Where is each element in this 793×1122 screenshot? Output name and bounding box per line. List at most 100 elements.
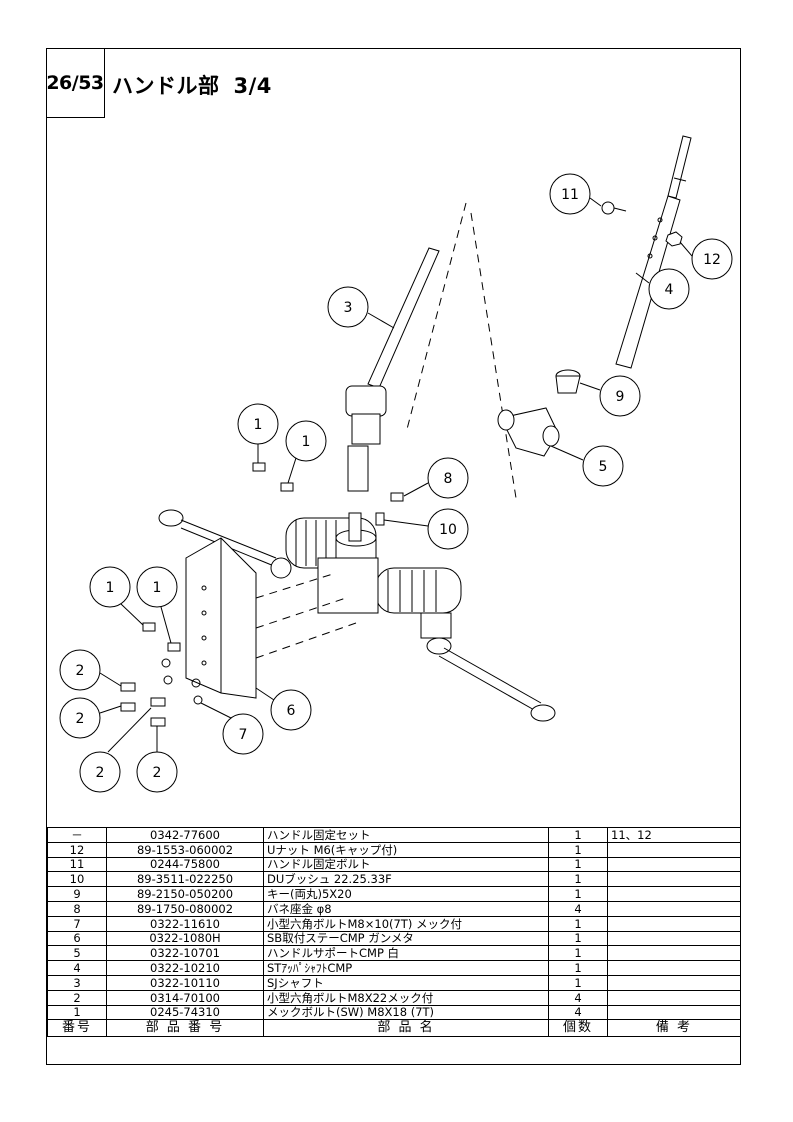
cell-name: 小型六角ボルトM8×10(7T) メック付: [263, 915, 549, 932]
cell-qty: 1: [548, 856, 608, 873]
cell-remarks: [607, 871, 741, 888]
cell-no: 12: [47, 841, 107, 858]
svg-text:1: 1: [153, 580, 162, 596]
title-subpage: 3/4: [233, 74, 272, 98]
callout-2a: 2: [59, 649, 122, 691]
callout-1b: 1: [285, 420, 327, 484]
cell-part-no: 89-2150-050200: [106, 886, 264, 902]
callout-1a: 1: [237, 403, 279, 463]
cell-remarks: [607, 930, 741, 947]
mounting-stay: [185, 537, 257, 699]
cell-no: －: [47, 827, 107, 843]
cell-qty: 1: [548, 886, 608, 902]
cell-qty: 1: [548, 827, 608, 843]
cell-remarks: [607, 900, 741, 917]
cell-part-no: 0322-1080H: [106, 930, 264, 947]
title-text: ハンドル部: [112, 74, 220, 98]
column-header: 個数: [548, 1019, 608, 1038]
cell-remarks: [607, 1004, 741, 1021]
cell-qty: 4: [548, 989, 608, 1006]
cell-qty: 1: [548, 841, 608, 858]
svg-text:1: 1: [106, 580, 115, 596]
callout-2d: 2: [136, 726, 178, 793]
callout-11: 11: [549, 173, 602, 215]
assembly-line: [255, 572, 357, 659]
cell-no: 6: [47, 930, 107, 947]
svg-text:3: 3: [344, 300, 353, 316]
svg-text:2: 2: [76, 663, 85, 679]
svg-text:1: 1: [254, 417, 263, 433]
page-frame: [46, 48, 741, 1065]
cell-part-no: 0244-75800: [106, 856, 264, 873]
callout-8: 7: [200, 702, 264, 755]
svg-text:7: 7: [239, 727, 248, 743]
callout-2c: 2: [79, 707, 152, 793]
tie-rod-right: [420, 612, 556, 722]
callout-1c: 1: [89, 566, 144, 626]
cell-name: バネ座金 φ8: [263, 900, 549, 917]
svg-text:12: 12: [703, 252, 721, 268]
svg-text:5: 5: [599, 459, 608, 475]
callout-7: 8: [403, 457, 469, 499]
column-header: 部 品 名: [263, 1019, 549, 1038]
cell-part-no: 0322-10110: [106, 974, 264, 991]
cell-no: 4: [47, 960, 107, 976]
cell-part-no: 0322-11610: [106, 915, 264, 932]
cell-part-no: 89-3511-022250: [106, 871, 264, 888]
callout-4: 4: [635, 268, 690, 310]
callouts: 11 12 4 3 9 5 1 1 8 10 1 1 2 2 2 2 7 6: [59, 173, 733, 793]
cell-qty: 4: [548, 900, 608, 917]
cell-part-no: 89-1553-060002: [106, 841, 264, 858]
column-header: 備 考: [607, 1019, 741, 1038]
column-header: 部 品 番 号: [106, 1019, 264, 1038]
table-header-row: 番号部 品 番 号部 品 名個数備 考: [47, 1019, 741, 1038]
cell-name: Uナット M6(キャップ付): [263, 841, 549, 858]
svg-text:6: 6: [287, 703, 296, 719]
cell-name: キー(両丸)5X20: [263, 886, 549, 902]
cell-qty: 1: [548, 915, 608, 932]
bolts-and-washers: [120, 462, 404, 727]
svg-text:9: 9: [616, 389, 625, 405]
callout-2b: 2: [59, 697, 122, 739]
cell-remarks: [607, 886, 741, 902]
cell-part-no: 0245-74310: [106, 1004, 264, 1021]
cell-remarks: 11、12: [607, 827, 741, 843]
cell-part-no: 0314-70100: [106, 989, 264, 1006]
cell-part-no: 89-1750-080002: [106, 900, 264, 917]
cell-no: 1: [47, 1004, 107, 1021]
handle-support: [497, 407, 560, 457]
page-number: 26/53: [46, 48, 105, 118]
callout-5: 5: [550, 445, 624, 487]
cell-no: 9: [47, 886, 107, 902]
cell-name: DUブッシュ 22.25.33F: [263, 871, 549, 888]
cell-no: 10: [47, 871, 107, 888]
cell-part-no: 0342-77600: [106, 827, 264, 843]
cell-name: SB取付ステーCMP ガンメタ: [263, 930, 549, 947]
callout-6: 6: [255, 687, 312, 731]
cell-qty: 1: [548, 871, 608, 888]
cell-name: 小型六角ボルトM8X22メック付: [263, 989, 549, 1006]
cell-remarks: [607, 841, 741, 858]
page-title: ハンドル部 3/4: [112, 70, 272, 100]
cell-no: 5: [47, 945, 107, 962]
callout-12: 12: [679, 238, 733, 280]
cell-remarks: [607, 945, 741, 962]
cell-qty: 1: [548, 945, 608, 962]
svg-text:8: 8: [444, 471, 453, 487]
cell-name: ハンドルサポートCMP 白: [263, 945, 549, 962]
sj-shaft: [345, 247, 440, 492]
svg-text:2: 2: [153, 765, 162, 781]
svg-text:2: 2: [96, 765, 105, 781]
